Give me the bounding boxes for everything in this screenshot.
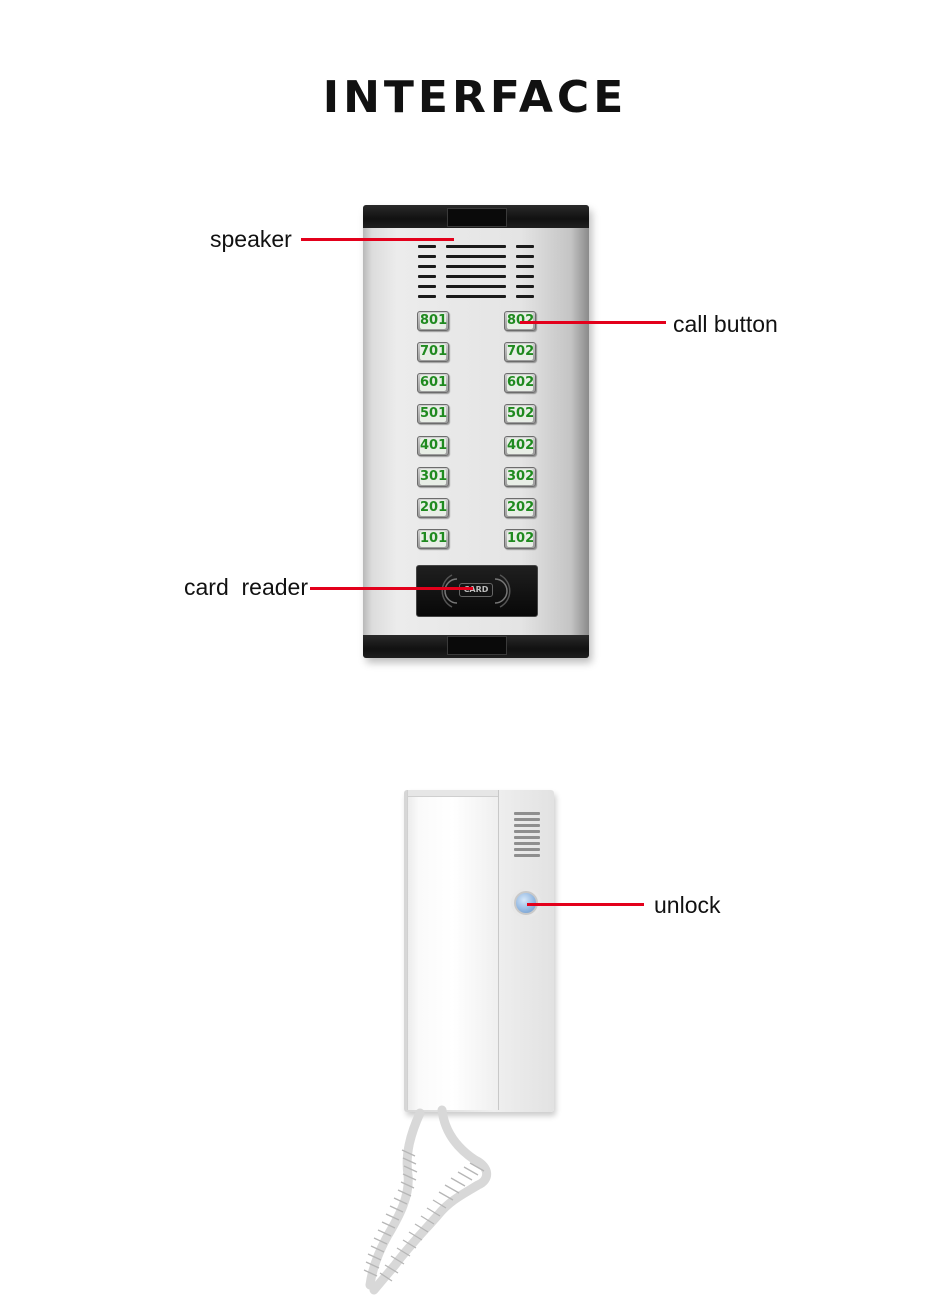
call-button-601[interactable]: 601 xyxy=(417,373,449,393)
panel-bottom-cap xyxy=(363,635,589,658)
call-button-702[interactable]: 702 xyxy=(504,342,536,362)
page-title: INTERFACE xyxy=(322,72,628,123)
call-button-101[interactable]: 101 xyxy=(417,529,449,549)
call-button-501[interactable]: 501 xyxy=(417,404,449,424)
call-button-202[interactable]: 202 xyxy=(504,498,536,518)
call-button-302[interactable]: 302 xyxy=(504,467,536,487)
indoor-handset-unit xyxy=(404,790,554,1115)
card-reader-label: CARD xyxy=(459,583,493,597)
call-button-201[interactable]: 201 xyxy=(417,498,449,518)
coiled-cord xyxy=(363,1105,492,1295)
call-button-leader-line xyxy=(520,321,666,324)
call-button-602[interactable]: 602 xyxy=(504,373,536,393)
call-button-402[interactable]: 402 xyxy=(504,436,536,456)
call-button-102[interactable]: 102 xyxy=(504,529,536,549)
panel-top-cap xyxy=(363,205,589,228)
card-reader[interactable]: CARD xyxy=(416,565,538,617)
rfid-wave-icon xyxy=(441,574,511,608)
door-station-panel: 801 802 701 702 601 602 501 502 401 402 … xyxy=(363,205,589,658)
unlock-leader-line xyxy=(527,903,644,906)
call-button-301[interactable]: 301 xyxy=(417,467,449,487)
card-reader-leader-line xyxy=(310,587,473,590)
speaker-leader-line xyxy=(301,238,454,241)
call-button-502[interactable]: 502 xyxy=(504,404,536,424)
speaker-grille xyxy=(418,243,535,299)
call-button-401[interactable]: 401 xyxy=(417,436,449,456)
handset-receiver[interactable] xyxy=(407,790,499,1110)
call-button-label: call button xyxy=(673,311,778,337)
unlock-label: unlock xyxy=(654,892,721,918)
call-button-701[interactable]: 701 xyxy=(417,342,449,362)
card-reader-label-callout: card reader xyxy=(184,574,309,600)
speaker-label: speaker xyxy=(210,226,292,252)
call-button-801[interactable]: 801 xyxy=(417,311,449,331)
